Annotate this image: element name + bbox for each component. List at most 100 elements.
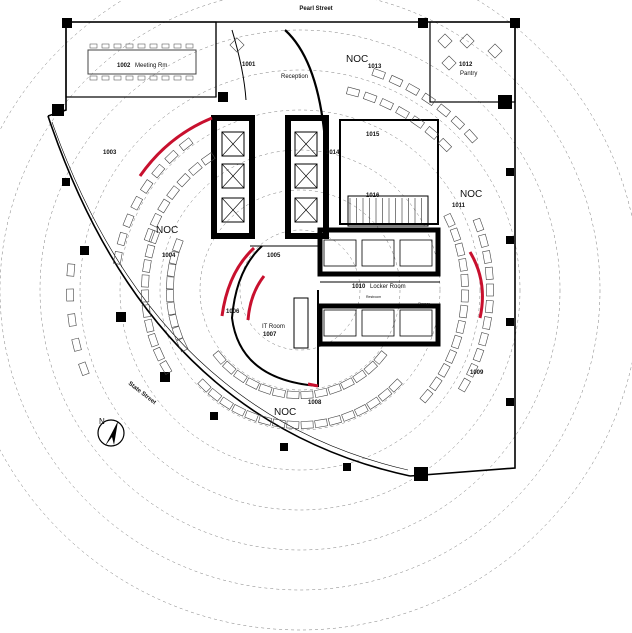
meeting-chair	[185, 43, 194, 49]
core-room-box	[323, 239, 357, 267]
radius-ring	[39, 29, 561, 551]
workstation-desk	[176, 337, 189, 353]
room-1010-name: Locker Room	[370, 284, 406, 290]
pantry-tables	[89, 33, 503, 81]
workstation-desk	[363, 360, 378, 375]
column	[506, 318, 514, 326]
workstation-desk	[458, 304, 469, 319]
workstation-desk	[478, 332, 489, 347]
elevator-cars	[221, 131, 433, 337]
workstation-desk	[472, 217, 485, 233]
workstation-desk	[460, 273, 469, 287]
workstation-desk	[353, 404, 369, 417]
workstation-desk	[258, 383, 273, 395]
exterior-wall-west	[47, 22, 67, 117]
workstation-desk	[141, 304, 151, 318]
elevator-car-cross	[221, 197, 245, 223]
workstation-desk	[67, 313, 77, 327]
workstation-desk	[112, 251, 123, 265]
workstation-desk	[245, 377, 260, 390]
workstation-desk	[166, 301, 176, 316]
room-1011: 1011	[452, 203, 466, 209]
workstation-desk	[207, 387, 223, 402]
workstation-desk	[437, 137, 453, 153]
meeting-chair	[89, 75, 98, 81]
workstation-desk	[449, 227, 462, 242]
elevator-car	[294, 131, 318, 157]
workstation-desk	[188, 161, 203, 176]
workstation-desk	[286, 420, 300, 429]
workstation-desk	[142, 259, 152, 273]
workstation-desk	[340, 377, 355, 390]
curved-facade	[47, 115, 411, 477]
red-wall-stub	[307, 382, 319, 388]
zone-noc-east: NOC	[460, 189, 482, 200]
workstation-desk	[352, 369, 367, 384]
workstation-desk	[463, 128, 478, 144]
workstation-desk	[455, 319, 466, 334]
workstation-desk	[233, 369, 248, 384]
meeting-chair	[137, 43, 146, 49]
workstation-desk	[437, 363, 451, 378]
red-arc-wall-1007	[246, 275, 266, 321]
workstation-desk	[165, 289, 175, 303]
workstation-desk	[436, 103, 451, 118]
workstation-desk	[379, 98, 394, 111]
workstation-desk	[178, 137, 194, 152]
radius-ring	[79, 69, 521, 511]
building-core	[211, 115, 441, 388]
workstation-desk	[405, 83, 421, 96]
column	[280, 443, 288, 451]
workstation-desk	[300, 390, 314, 400]
restroom-label: Restroom	[366, 295, 381, 299]
workstation-desk	[231, 404, 247, 417]
workstation-desk	[445, 349, 458, 364]
column	[116, 312, 126, 322]
room-1004: 1004	[162, 253, 176, 259]
zone-noc-south: NOC	[274, 407, 296, 418]
workstation-desk	[166, 185, 180, 200]
core-room-box	[323, 309, 357, 337]
workstation-desk	[78, 361, 90, 376]
workstation-desk	[371, 68, 386, 80]
elevator-car-cross	[221, 131, 245, 157]
workstation-desk	[424, 125, 440, 140]
room-1001: 1001	[242, 62, 256, 68]
north-arrow-needle	[105, 421, 118, 446]
column	[506, 398, 514, 406]
room-1007: 1007	[263, 332, 277, 338]
workstation-desk	[168, 250, 180, 265]
workstation-desk	[222, 360, 237, 375]
meeting-chair	[113, 43, 122, 49]
radius-ring	[119, 109, 481, 471]
workstation-desk	[171, 325, 184, 341]
workstation-desk	[149, 212, 163, 228]
it-rack	[293, 297, 309, 349]
column	[80, 246, 89, 255]
column	[210, 412, 218, 420]
workstation-desk	[212, 350, 227, 365]
workstation-desk	[460, 289, 469, 303]
workstation-desk	[139, 179, 154, 194]
room-1014: 1014	[326, 150, 340, 156]
elevator-car	[294, 197, 318, 223]
meeting-chair	[173, 75, 182, 81]
workstation-desk	[362, 91, 378, 104]
workstation-desk	[484, 266, 494, 280]
workstation-desk	[166, 263, 177, 277]
red-arc-wall-1003	[138, 116, 213, 177]
meeting-table	[87, 49, 197, 75]
column	[498, 95, 512, 109]
elevator-car	[221, 197, 245, 223]
accent-walls	[138, 116, 484, 388]
workstation-desk	[373, 350, 388, 365]
meeting-chair	[173, 43, 182, 49]
pantry-table	[487, 43, 503, 59]
workstation-desk	[258, 415, 273, 426]
workstations	[66, 68, 494, 429]
workstation-desk	[116, 231, 128, 247]
workstation-desk	[141, 274, 150, 288]
column	[62, 178, 70, 186]
workstation-desk	[450, 115, 466, 130]
meeting-chair	[125, 43, 134, 49]
